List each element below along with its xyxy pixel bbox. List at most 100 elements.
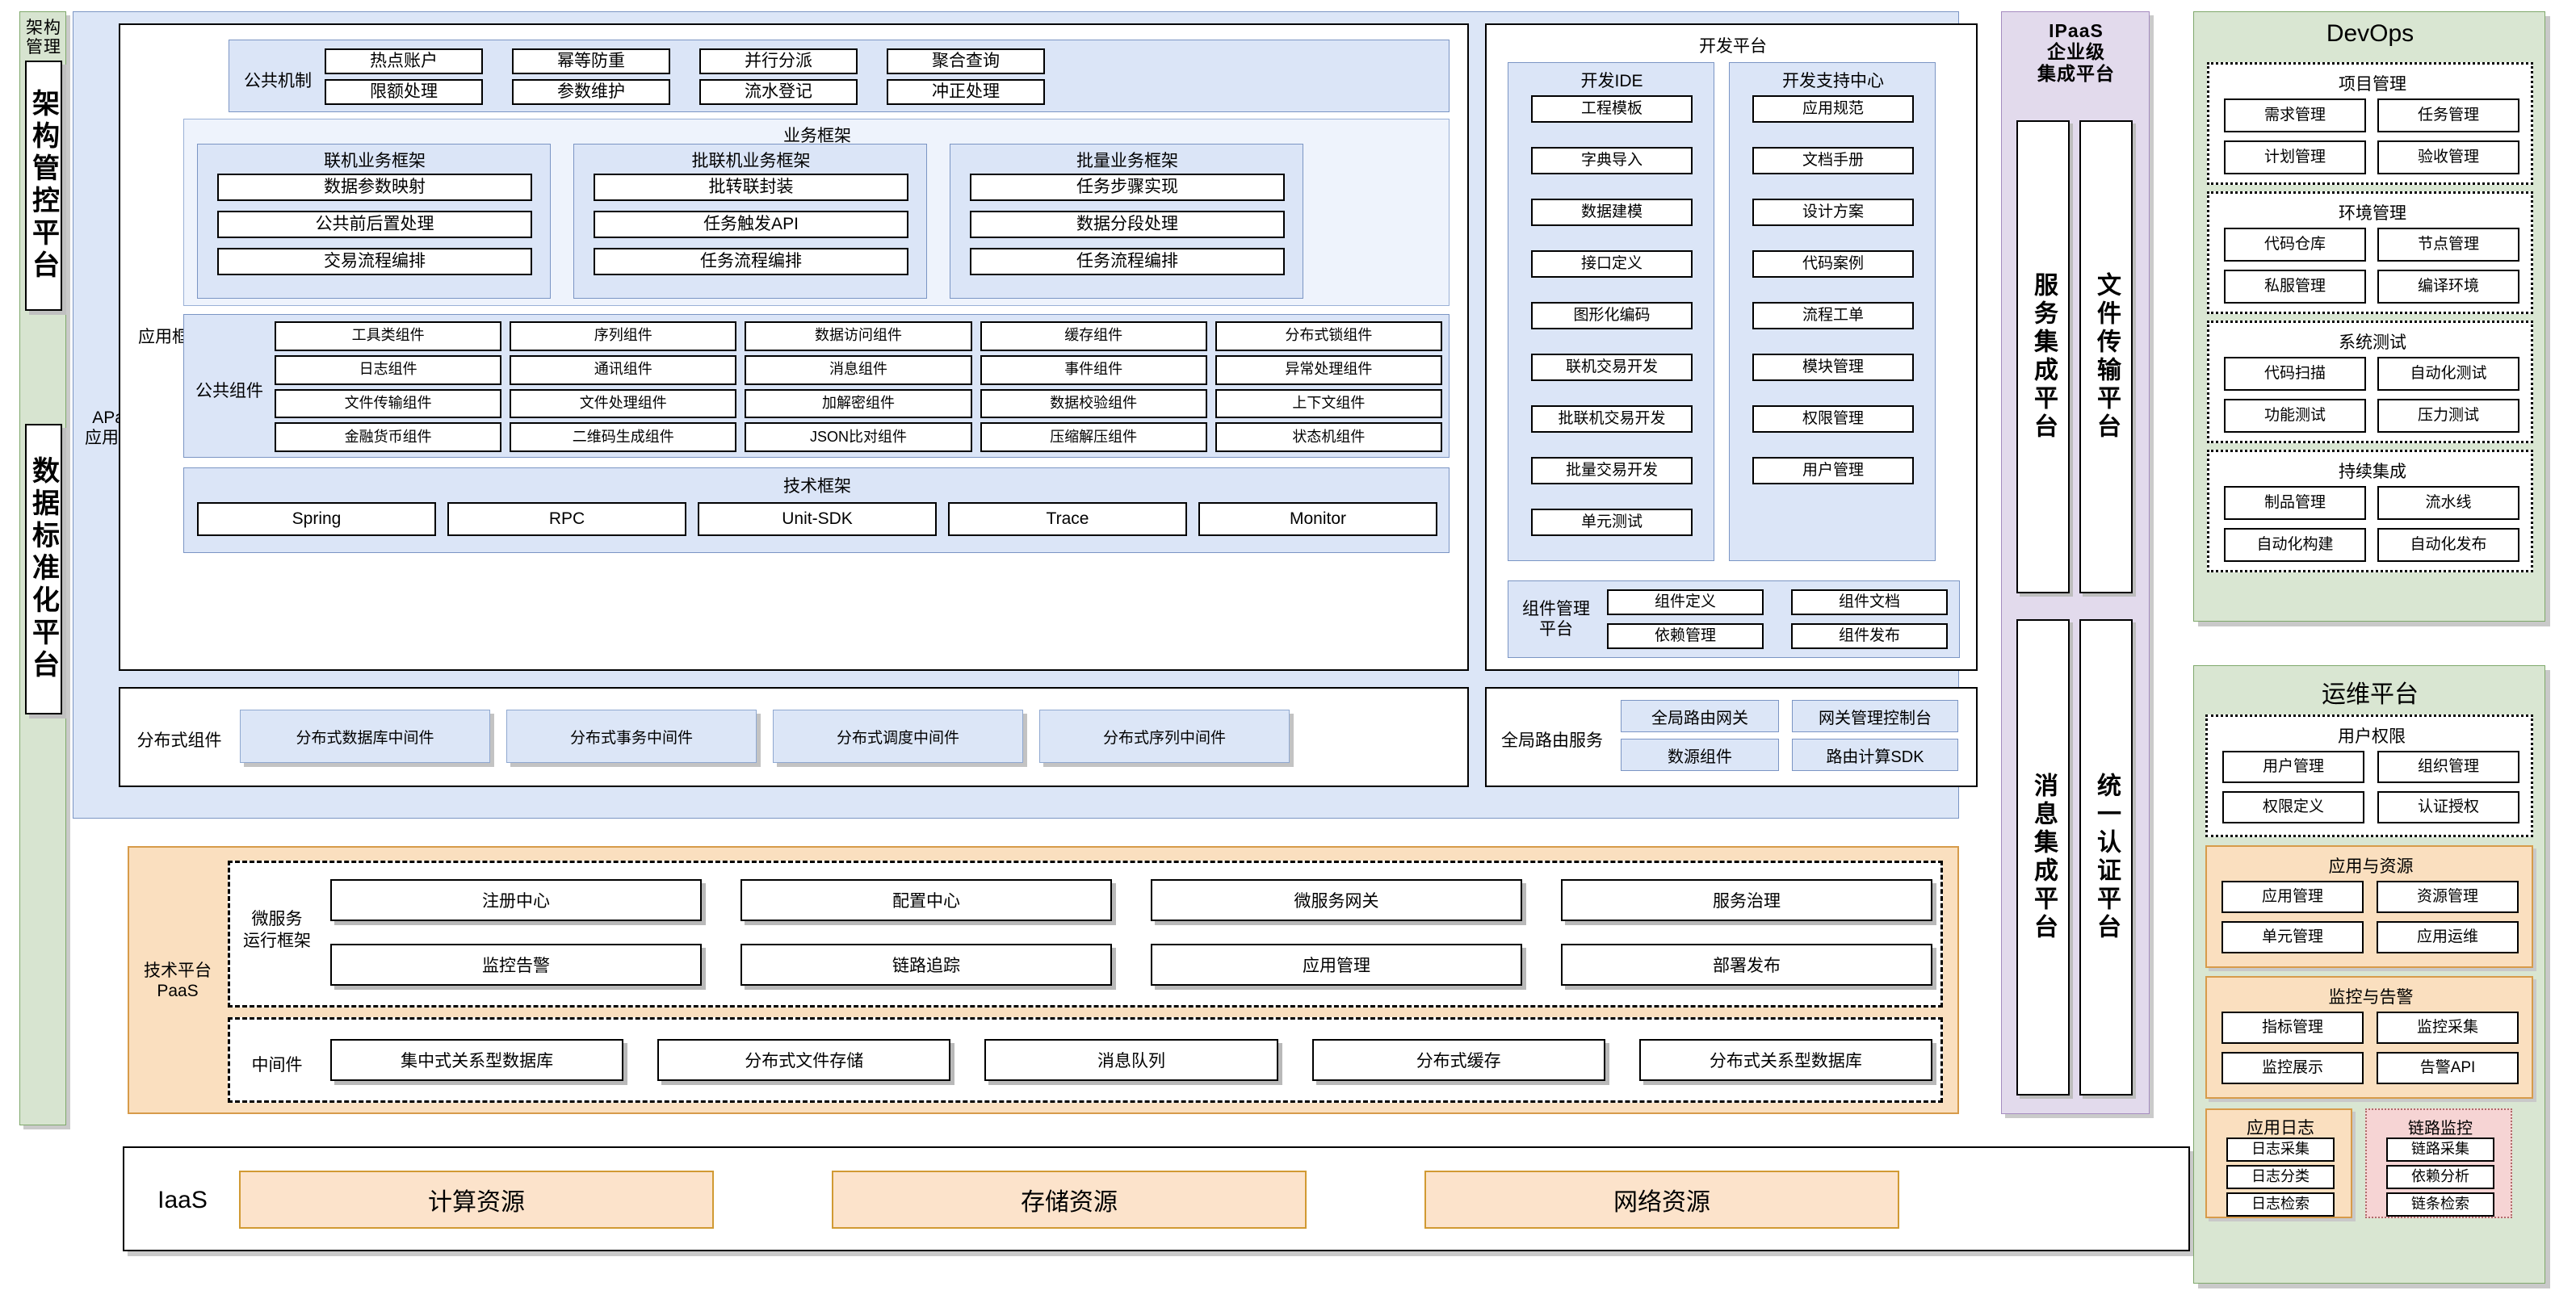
ops-trace-item-2[interactable]: 链条检索	[2386, 1192, 2494, 1217]
devops-project-item-1[interactable]: 任务管理	[2377, 98, 2519, 132]
dc-item-tx-middleware[interactable]: 分布式事务中间件	[506, 710, 757, 763]
dev-support-item-1[interactable]: 文档手册	[1752, 147, 1914, 174]
iaas-item-network[interactable]: 网络资源	[1424, 1171, 1899, 1229]
iaas-item-storage[interactable]: 存储资源	[832, 1171, 1307, 1229]
cm-node-reversal[interactable]: 冲正处理	[887, 79, 1045, 105]
cp-item-publish[interactable]: 组件发布	[1791, 623, 1948, 649]
tf-item-unit-sdk[interactable]: Unit-SDK	[698, 502, 937, 536]
ms-item-monitor-alert[interactable]: 监控告警	[330, 944, 702, 986]
cm-node-aggregate-query[interactable]: 聚合查询	[887, 48, 1045, 74]
ms-item-config[interactable]: 配置中心	[740, 879, 1112, 921]
devops-project-item-2[interactable]: 计划管理	[2224, 140, 2366, 174]
dev-ide-item-5[interactable]: 联机交易开发	[1531, 354, 1693, 381]
devops-env-item-3[interactable]: 编译环境	[2377, 270, 2519, 304]
ops-user-item-1[interactable]: 组织管理	[2377, 751, 2519, 783]
vertical-item-data-standard-platform[interactable]: 数据标准化平台	[25, 424, 62, 714]
devops-test-item-2[interactable]: 功能测试	[2224, 399, 2366, 433]
bf-batch-online-item-0[interactable]: 批转联封装	[594, 174, 908, 201]
bf-online-item-2[interactable]: 交易流程编排	[217, 248, 532, 275]
ops-trace-item-1[interactable]: 依赖分析	[2386, 1165, 2494, 1189]
cc-item-2-2[interactable]: 加解密组件	[745, 388, 972, 419]
cc-item-0-0[interactable]: 工具类组件	[275, 321, 502, 351]
dev-support-item-0[interactable]: 应用规范	[1752, 95, 1914, 123]
iaas-item-compute[interactable]: 计算资源	[239, 1171, 714, 1229]
ms-item-app-manage[interactable]: 应用管理	[1151, 944, 1522, 986]
ops-app-item-0[interactable]: 应用管理	[2221, 881, 2364, 913]
cm-node-param-maintain[interactable]: 参数维护	[512, 79, 670, 105]
tf-item-monitor[interactable]: Monitor	[1198, 502, 1437, 536]
tf-item-trace[interactable]: Trace	[948, 502, 1187, 536]
cp-item-definition[interactable]: 组件定义	[1607, 589, 1764, 615]
devops-test-item-3[interactable]: 压力测试	[2377, 399, 2519, 433]
dev-ide-item-1[interactable]: 字典导入	[1531, 147, 1693, 174]
bf-batch-online-item-2[interactable]: 任务流程编排	[594, 248, 908, 275]
ms-item-deploy[interactable]: 部署发布	[1561, 944, 1932, 986]
bf-online-item-0[interactable]: 数据参数映射	[217, 174, 532, 201]
ms-item-registry[interactable]: 注册中心	[330, 879, 702, 921]
cc-item-0-4[interactable]: 分布式锁组件	[1215, 321, 1442, 351]
ipaas-item-service-integration[interactable]: 服务集成平台	[2016, 120, 2070, 593]
dev-support-item-3[interactable]: 代码案例	[1752, 250, 1914, 278]
ops-user-item-3[interactable]: 认证授权	[2377, 791, 2519, 823]
cc-item-3-2[interactable]: JSON比对组件	[745, 422, 972, 452]
ops-monitor-item-1[interactable]: 监控采集	[2377, 1012, 2519, 1044]
devops-env-item-2[interactable]: 私服管理	[2224, 270, 2366, 304]
cc-item-0-3[interactable]: 缓存组件	[980, 321, 1207, 351]
devops-env-item-1[interactable]: 节点管理	[2377, 228, 2519, 262]
mw-item-message-queue[interactable]: 消息队列	[984, 1039, 1278, 1081]
cc-item-1-3[interactable]: 事件组件	[980, 354, 1207, 385]
bf-batch-online-item-1[interactable]: 任务触发API	[594, 211, 908, 238]
mw-item-distributed-db[interactable]: 分布式关系型数据库	[1638, 1039, 1932, 1081]
devops-ci-item-2[interactable]: 自动化构建	[2224, 528, 2366, 562]
dev-ide-item-2[interactable]: 数据建模	[1531, 199, 1693, 226]
dev-ide-item-4[interactable]: 图形化编码	[1531, 302, 1693, 329]
cc-item-1-0[interactable]: 日志组件	[275, 354, 502, 385]
dev-support-item-7[interactable]: 用户管理	[1752, 457, 1914, 484]
cc-item-0-2[interactable]: 数据访问组件	[745, 321, 972, 351]
dev-ide-item-3[interactable]: 接口定义	[1531, 250, 1693, 278]
cm-node-flow-register[interactable]: 流水登记	[699, 79, 858, 105]
dc-item-db-middleware[interactable]: 分布式数据库中间件	[240, 710, 490, 763]
ops-log-item-2[interactable]: 日志检索	[2226, 1192, 2335, 1217]
bf-batch-item-0[interactable]: 任务步骤实现	[970, 174, 1285, 201]
ops-app-item-1[interactable]: 资源管理	[2377, 881, 2519, 913]
bf-online-item-1[interactable]: 公共前后置处理	[217, 211, 532, 238]
tf-item-rpc[interactable]: RPC	[447, 502, 686, 536]
cm-node-parallel-dispatch[interactable]: 并行分派	[699, 48, 858, 74]
devops-project-item-0[interactable]: 需求管理	[2224, 98, 2366, 132]
dc-item-seq-middleware[interactable]: 分布式序列中间件	[1039, 710, 1290, 763]
ipaas-item-message-integration[interactable]: 消息集成平台	[2016, 619, 2070, 1096]
devops-ci-item-1[interactable]: 流水线	[2377, 486, 2519, 520]
dev-ide-item-0[interactable]: 工程模板	[1531, 95, 1693, 123]
dev-ide-item-7[interactable]: 批量交易开发	[1531, 457, 1693, 484]
ms-item-gateway[interactable]: 微服务网关	[1151, 879, 1522, 921]
cc-item-3-4[interactable]: 状态机组件	[1215, 422, 1442, 452]
gr-item-gateway[interactable]: 全局路由网关	[1621, 700, 1779, 732]
cc-item-3-0[interactable]: 金融货币组件	[275, 422, 502, 452]
ops-user-item-0[interactable]: 用户管理	[2222, 751, 2364, 783]
bf-batch-item-1[interactable]: 数据分段处理	[970, 211, 1285, 238]
vertical-item-arch-control-platform[interactable]: 架构管控平台	[25, 61, 62, 311]
devops-project-item-3[interactable]: 验收管理	[2377, 140, 2519, 174]
devops-test-item-1[interactable]: 自动化测试	[2377, 357, 2519, 391]
ops-monitor-item-0[interactable]: 指标管理	[2221, 1012, 2364, 1044]
devops-env-item-0[interactable]: 代码仓库	[2224, 228, 2366, 262]
dev-ide-item-6[interactable]: 批联机交易开发	[1531, 405, 1693, 433]
cc-item-2-4[interactable]: 上下文组件	[1215, 388, 1442, 419]
gr-item-datasource[interactable]: 数源组件	[1621, 739, 1779, 771]
cc-item-1-2[interactable]: 消息组件	[745, 354, 972, 385]
ops-monitor-item-2[interactable]: 监控展示	[2221, 1052, 2364, 1084]
cc-item-0-1[interactable]: 序列组件	[510, 321, 737, 351]
devops-ci-item-3[interactable]: 自动化发布	[2377, 528, 2519, 562]
gr-item-route-sdk[interactable]: 路由计算SDK	[1792, 739, 1958, 771]
cc-item-1-4[interactable]: 异常处理组件	[1215, 354, 1442, 385]
cc-item-3-1[interactable]: 二维码生成组件	[510, 422, 737, 452]
cc-item-2-3[interactable]: 数据校验组件	[980, 388, 1207, 419]
ops-app-item-2[interactable]: 单元管理	[2221, 921, 2364, 953]
dc-item-sched-middleware[interactable]: 分布式调度中间件	[773, 710, 1023, 763]
cc-item-1-1[interactable]: 通讯组件	[510, 354, 737, 385]
mw-item-distributed-file[interactable]: 分布式文件存储	[657, 1039, 951, 1081]
cp-item-dependency[interactable]: 依赖管理	[1607, 623, 1764, 649]
cm-node-hot-account[interactable]: 热点账户	[325, 48, 483, 74]
mw-item-distributed-cache[interactable]: 分布式缓存	[1311, 1039, 1605, 1081]
